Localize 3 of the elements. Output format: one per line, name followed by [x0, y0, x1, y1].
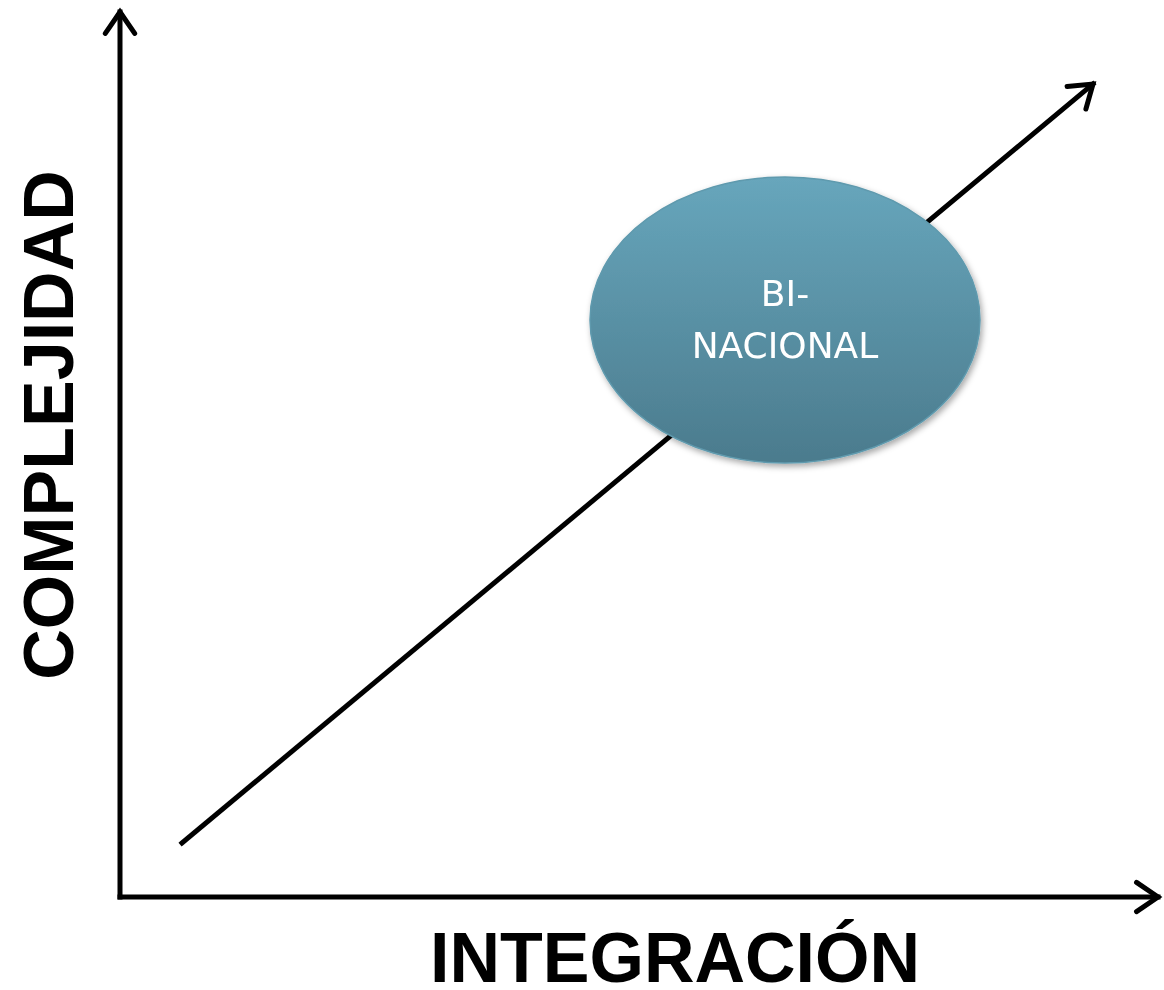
node-label: BI- NACIONAL	[690, 271, 880, 368]
ellipse-node	[589, 176, 981, 464]
axis-title: COMPLEJIDAD	[13, 170, 84, 680]
